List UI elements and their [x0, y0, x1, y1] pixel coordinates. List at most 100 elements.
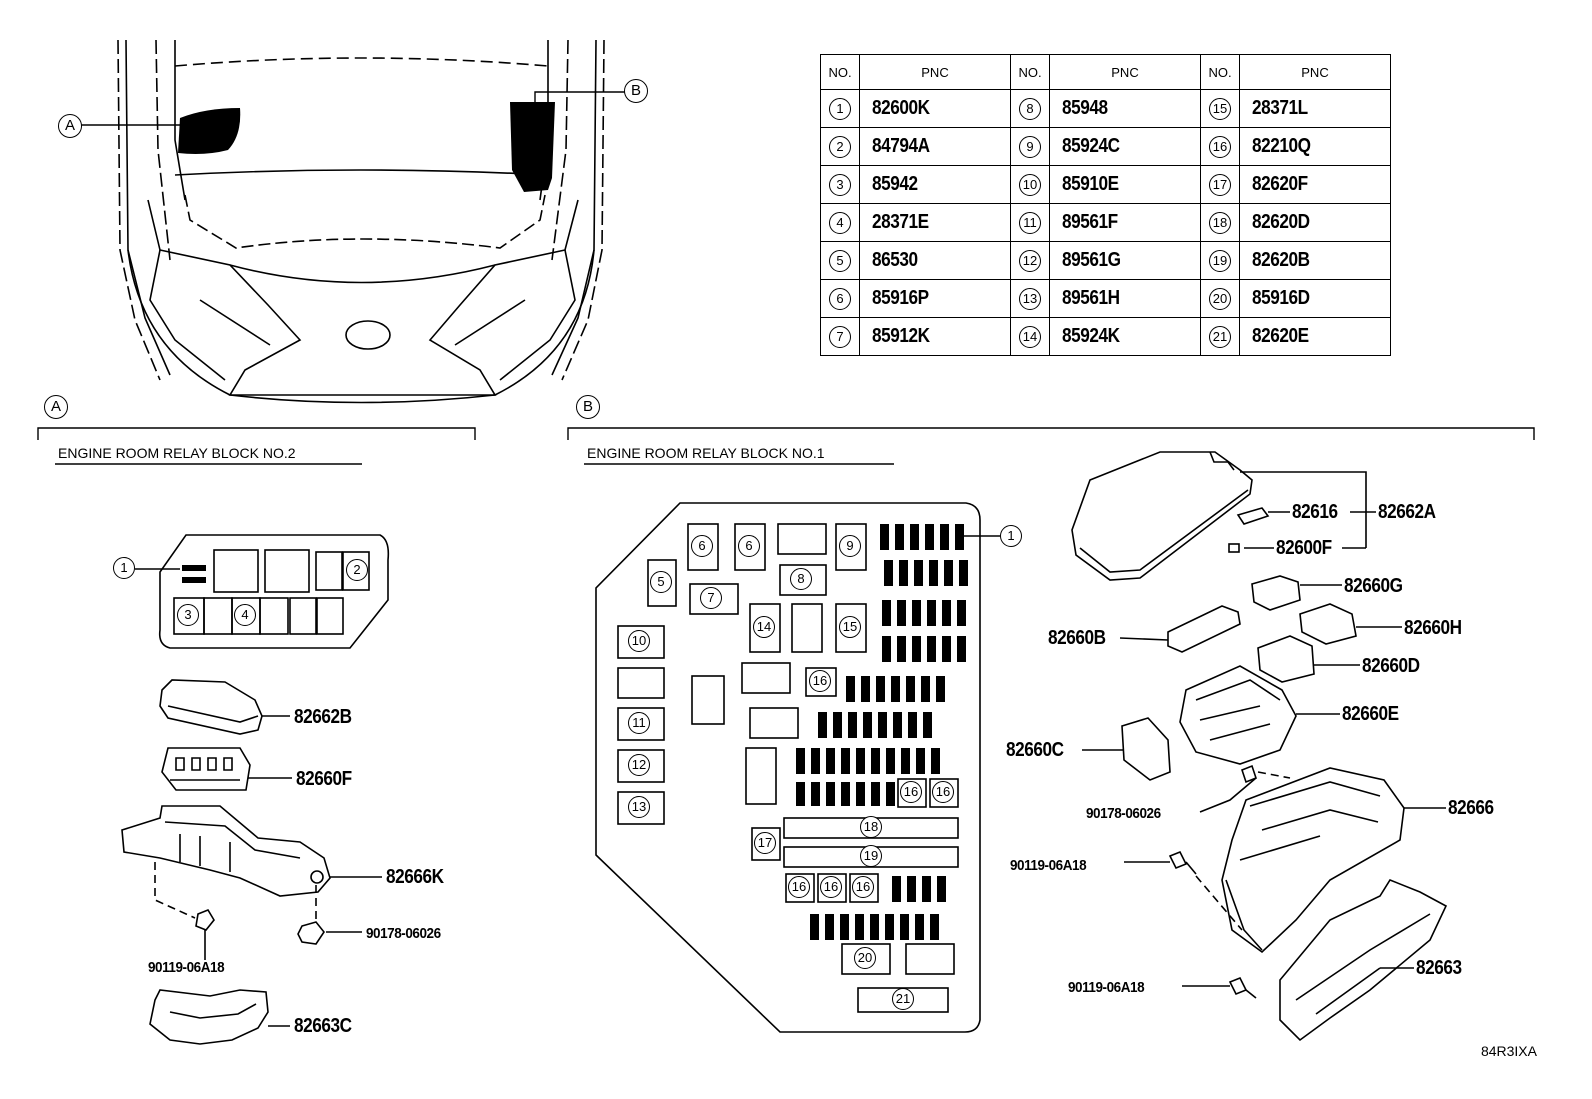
fuse-bar: [942, 600, 951, 626]
pnc-value: 85924C: [1062, 135, 1120, 157]
part-82660C: 82660C: [1006, 739, 1064, 761]
fuse-bar: [925, 524, 934, 550]
table-cell-pnc: 85910E: [1049, 165, 1201, 204]
figure-code: 84R3IXA: [1480, 1043, 1537, 1059]
callout-b-10: 10: [628, 630, 650, 652]
table-cell-no: 15: [1200, 89, 1240, 128]
callout-a-3: 3: [177, 604, 199, 626]
table-cell-no: 4: [820, 203, 860, 242]
header-pnc: PNC: [859, 54, 1011, 90]
table-cell-pnc: 82210Q: [1239, 127, 1391, 166]
callout-number: 5: [829, 249, 851, 272]
callout-number: 20: [1209, 287, 1231, 310]
fuse-bar: [892, 876, 901, 902]
table-cell-pnc: 28371L: [1239, 89, 1391, 128]
table-cell-pnc: 28371E: [859, 203, 1011, 242]
callout-number: 8: [1019, 97, 1041, 120]
fuse-bar: [841, 782, 850, 806]
fuse-bar: [871, 748, 880, 774]
pnc-value: 85916D: [1252, 287, 1310, 309]
fuse-bar: [957, 600, 966, 626]
callout-a-1: 1: [113, 557, 135, 579]
callout-number: 2: [829, 135, 851, 158]
table-row: 7 85912K 14 85924K 21 82620E: [820, 317, 1391, 356]
fuse-bar: [930, 914, 939, 940]
callout-b-11: 11: [628, 712, 650, 734]
part-82660F: 82660F: [296, 768, 352, 790]
callout-b-16c: 16: [932, 781, 954, 803]
fuse-bar: [863, 712, 872, 738]
table-cell-pnc: 89561G: [1049, 241, 1201, 280]
table-cell-pnc: 89561F: [1049, 203, 1201, 242]
table-cell-no: 7: [820, 317, 860, 356]
fuse-bar: [931, 748, 940, 774]
fuse-bar: [861, 676, 870, 702]
marker-b-overview: B: [624, 79, 648, 103]
callout-number: 14: [1019, 325, 1041, 348]
fuse-bar: [885, 914, 894, 940]
fuse-bar: [921, 676, 930, 702]
fuse-bar: [884, 560, 893, 586]
part-82660H: 82660H: [1404, 617, 1462, 639]
part-82666: 82666: [1448, 797, 1494, 819]
pnc-value: 28371E: [872, 211, 929, 233]
section-b-title: ENGINE ROOM RELAY BLOCK NO.1: [587, 445, 825, 461]
callout-b-16f: 16: [852, 876, 874, 898]
callout-number: 1: [829, 97, 851, 120]
callout-b-12: 12: [628, 754, 650, 776]
callout-a-2: 2: [346, 559, 368, 581]
fuse-bar: [908, 712, 917, 738]
table-cell-pnc: 85924K: [1049, 317, 1201, 356]
fuse-bar: [811, 782, 820, 806]
fuse-bar: [915, 914, 924, 940]
fuse-bar: [841, 748, 850, 774]
pnc-value: 85948: [1062, 97, 1108, 119]
callout-number: 9: [1019, 135, 1041, 158]
table-cell-pnc: 86530: [859, 241, 1011, 280]
fuse-bar: [916, 748, 925, 774]
part-82600F: 82600F: [1276, 537, 1332, 559]
table-cell-no: 18: [1200, 203, 1240, 242]
table-cell-no: 19: [1200, 241, 1240, 280]
fuse-bar: [936, 676, 945, 702]
fuse-bar: [833, 712, 842, 738]
fuse-bar: [927, 636, 936, 662]
table-cell-pnc: 85912K: [859, 317, 1011, 356]
pnc-value: 82620F: [1252, 173, 1308, 195]
part-82660B: 82660B: [1048, 627, 1106, 649]
fuse-bar: [923, 712, 932, 738]
table-cell-no: 3: [820, 165, 860, 204]
pnc-value: 82210Q: [1252, 135, 1311, 157]
callout-b-15: 15: [839, 616, 861, 638]
part-82663: 82663: [1416, 957, 1462, 979]
fuse-bars: [796, 524, 968, 940]
fuse-bar: [856, 782, 865, 806]
callout-number: 11: [1019, 211, 1041, 234]
callout-number: 7: [829, 325, 851, 348]
fuse-bar: [796, 782, 805, 806]
pnc-value: 82620D: [1252, 211, 1310, 233]
table-cell-pnc: 85924C: [1049, 127, 1201, 166]
callout-number: 21: [1209, 325, 1231, 348]
callout-b-8: 8: [790, 568, 812, 590]
pnc-value: 85942: [872, 173, 918, 195]
fuse-bar: [957, 636, 966, 662]
callout-number: 3: [829, 173, 851, 196]
fuse-bar: [811, 748, 820, 774]
pnc-value: 82620E: [1252, 325, 1309, 347]
fuse-bar: [886, 782, 895, 806]
callout-b-16e: 16: [820, 876, 842, 898]
callout-a-4: 4: [234, 604, 256, 626]
part-90119-06A18-b2: 90119-06A18: [1068, 979, 1145, 996]
pnc-value: 82600K: [872, 97, 930, 119]
callout-b-6a: 6: [691, 535, 713, 557]
fuse-bar: [848, 712, 857, 738]
section-a-title: ENGINE ROOM RELAY BLOCK NO.2: [58, 445, 296, 461]
callout-b-16a: 16: [809, 670, 831, 692]
callout-b-18: 18: [860, 816, 882, 838]
callout-number: 17: [1209, 173, 1231, 196]
